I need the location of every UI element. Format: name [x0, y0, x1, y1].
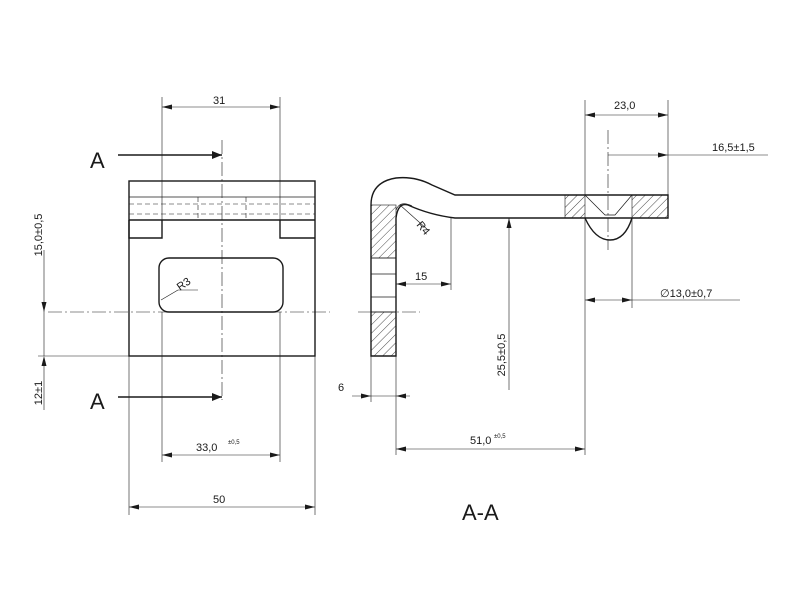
section-hatch-upper — [370, 204, 397, 259]
section-inner-bend — [395, 203, 413, 211]
dim-arrow — [396, 393, 406, 399]
front-notch-left — [128, 220, 163, 239]
section-boss-inner — [584, 194, 633, 216]
dim-text-thickness: 6 — [338, 382, 344, 394]
dim-arrow — [41, 302, 47, 312]
section-hatch-tab-left — [564, 194, 586, 219]
section-marker-bottom: A — [90, 389, 105, 414]
dim-text-hole-offset: 16,5±1,5 — [712, 142, 755, 154]
dim-text-top-width: 31 — [213, 95, 225, 107]
section-boss — [584, 217, 633, 241]
dim-text-length: 51,0 — [470, 435, 491, 447]
section-hatch-tab-right — [631, 194, 669, 219]
dim-arrow — [162, 452, 172, 458]
dim-arrow — [270, 452, 280, 458]
section-view: 23,0 16,5±1,5 R4 15 ∅13,0±0,7 25,5±0,5 6 — [338, 100, 768, 525]
dim-arrow — [585, 112, 595, 118]
dim-arrow — [129, 504, 139, 510]
dim-arrow — [658, 112, 668, 118]
dim-arrow — [396, 446, 406, 452]
dim-arrow — [575, 446, 585, 452]
front-view: A A 31 15,0±0,5 12±1 R3 33,0 ±0,5 — [33, 95, 330, 515]
section-marker-top: A — [90, 148, 105, 173]
section-cut-arrow-top — [212, 151, 222, 159]
dim-text-top-section: 23,0 — [614, 100, 635, 112]
dim-text-slot-width-tol: ±0,5 — [228, 440, 240, 446]
dim-arrow — [585, 297, 595, 303]
dim-arrow — [396, 281, 406, 287]
dim-arrow — [361, 393, 371, 399]
section-cut-arrow-bottom — [212, 393, 222, 401]
dim-arrow — [506, 218, 512, 228]
dim-arrow — [41, 356, 47, 366]
dim-text-height-lower: 12±1 — [33, 381, 45, 405]
dim-text-bend-radius: R4 — [414, 219, 432, 237]
dim-text-height: 25,5±0,5 — [496, 334, 508, 377]
dim-arrow — [162, 104, 172, 110]
dim-text-slot-width: 33,0 — [196, 442, 217, 454]
dim-arrow — [658, 152, 668, 158]
section-leg-outline — [370, 176, 669, 357]
section-hatch-lower — [370, 311, 397, 357]
dim-text-height-upper: 15,0±0,5 — [33, 214, 45, 257]
section-title: A-A — [462, 500, 499, 525]
dim-arrow — [270, 104, 280, 110]
front-notch-right — [279, 220, 315, 239]
dim-leader-r4 — [399, 204, 429, 231]
dim-leader-r3 — [160, 289, 179, 301]
dim-text-overall-width: 50 — [213, 494, 225, 506]
front-slot — [158, 257, 284, 313]
dim-text-inner-15: 15 — [415, 271, 427, 283]
dim-text-hole-diameter: ∅13,0±0,7 — [660, 288, 712, 300]
dim-text-slot-radius: R3 — [175, 276, 193, 294]
dim-text-length-tol: ±0,5 — [494, 434, 506, 440]
dim-arrow — [622, 297, 632, 303]
dim-arrow — [441, 281, 451, 287]
dim-arrow — [305, 504, 315, 510]
